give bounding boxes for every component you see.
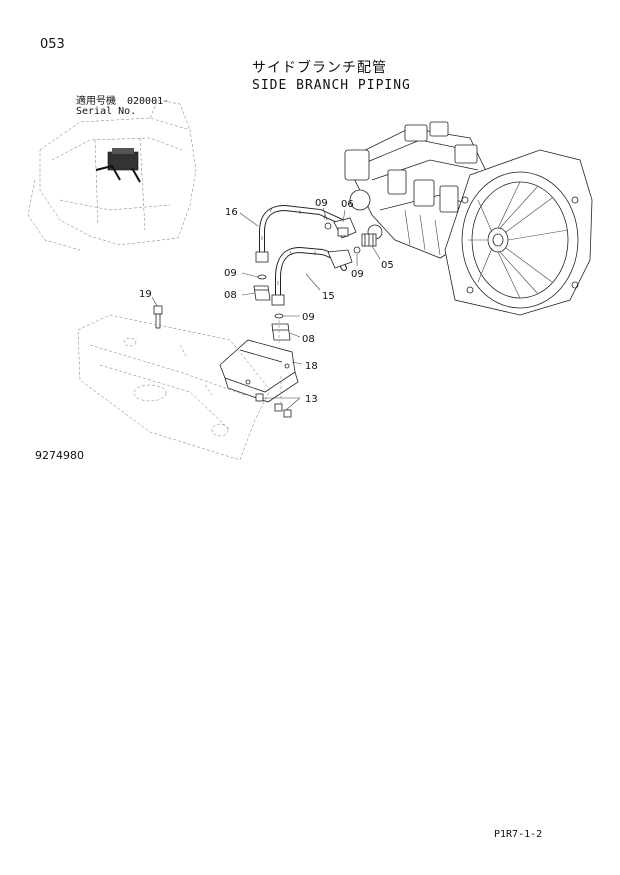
o-ring-09-lower (274, 313, 284, 319)
callout-18: 18 (305, 361, 318, 372)
callout-08-left: 08 (224, 290, 237, 301)
callout-16: 16 (225, 207, 238, 218)
serial-label-japanese: 適用号機 (76, 96, 116, 107)
o-ring-09-right (353, 246, 361, 254)
hose-15 (271, 246, 353, 306)
machine-locator-sketch (27, 99, 197, 251)
mounting-bracket-18 (219, 339, 299, 403)
o-ring-09-left (257, 274, 267, 280)
hydraulic-pump-assembly (344, 121, 593, 316)
callout-06: 06 (341, 199, 354, 210)
serial-label-english: Serial No. (76, 106, 137, 117)
connector-05 (361, 233, 377, 247)
footer-code: P1R7-1-2 (494, 829, 543, 840)
callout-15: 15 (322, 291, 335, 302)
page-number: 053 (40, 37, 65, 52)
callout-09-upper: 09 (315, 198, 328, 209)
callout-09-lower: 09 (302, 312, 315, 323)
elbow-adapter-06 (333, 217, 357, 239)
callout-05: 05 (381, 260, 394, 271)
bolts-13 (255, 393, 292, 418)
callout-09-right: 09 (351, 269, 364, 280)
figure-number: 9274980 (35, 449, 84, 462)
leader-lines (151, 207, 381, 411)
title-japanese: サイドブランチ配管 (252, 60, 387, 76)
callout-19: 19 (139, 289, 152, 300)
adapter-08-left (253, 285, 271, 301)
callout-09-left: 09 (224, 268, 237, 279)
o-ring-09-upper (324, 222, 332, 230)
bolt-19 (153, 305, 163, 329)
adapter-08-right (271, 323, 291, 341)
hose-16 (255, 204, 345, 263)
serial-range: 020001- (127, 96, 170, 107)
title-english: SIDE BRANCH PIPING (252, 78, 411, 93)
frame-member (77, 314, 271, 461)
callout-13: 13 (305, 394, 318, 405)
callout-08-right: 08 (302, 334, 315, 345)
locator-pump-highlight (95, 148, 141, 183)
